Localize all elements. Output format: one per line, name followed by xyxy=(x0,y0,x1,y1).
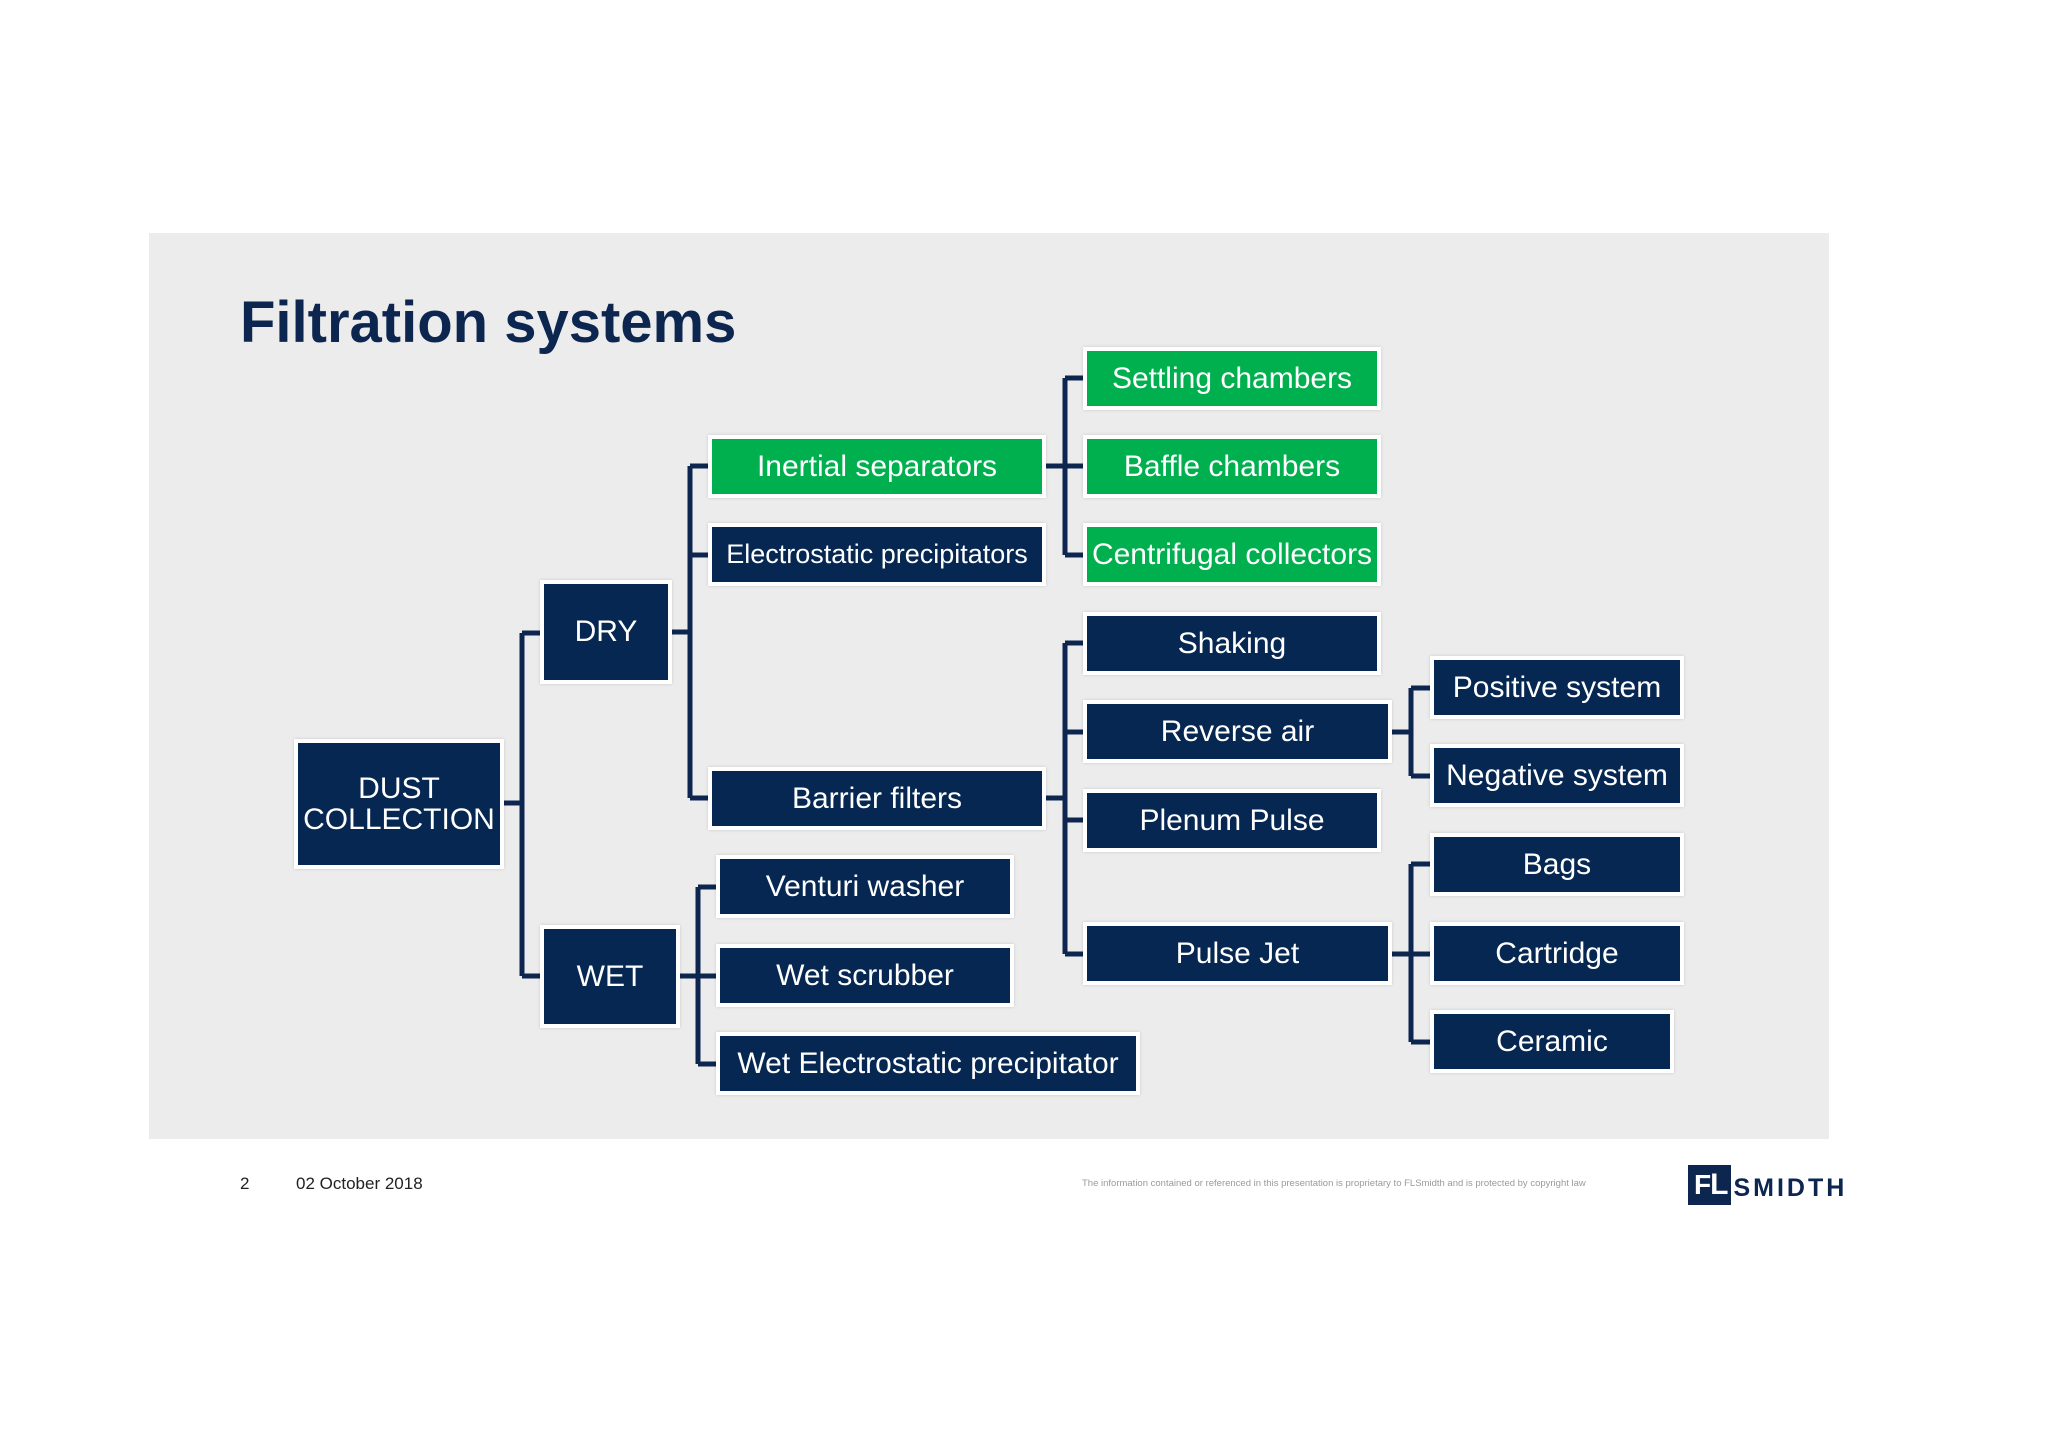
slide-title: Filtration systems xyxy=(240,290,737,355)
node-centrifugal-collectors: Centrifugal collectors xyxy=(1083,523,1381,586)
connector-dust-to-dry-wet xyxy=(504,630,540,979)
node-baffle-chambers: Baffle chambers xyxy=(1083,435,1381,498)
node-electrostatic-precipitators: Electrostatic precipitators xyxy=(708,523,1046,586)
connector-barrier-children xyxy=(1046,640,1083,957)
node-settling-chambers: Settling chambers xyxy=(1083,347,1381,410)
node-shaking: Shaking xyxy=(1083,612,1381,675)
connector-dry-children xyxy=(672,463,708,801)
node-ceramic: Ceramic xyxy=(1430,1010,1674,1073)
node-dry: DRY xyxy=(540,580,672,684)
node-barrier-filters: Barrier filters xyxy=(708,767,1046,830)
node-wet-electrostatic-precipitator: Wet Electrostatic precipitator xyxy=(716,1032,1140,1095)
connector-reverse-air-children xyxy=(1392,685,1430,779)
node-inertial-separators: Inertial separators xyxy=(708,435,1046,498)
footer-date: 02 October 2018 xyxy=(296,1174,423,1193)
logo-smidth-text: SMIDTH xyxy=(1733,1174,1848,1202)
footer-disclaimer: The information contained or referenced … xyxy=(1082,1178,1586,1189)
node-wet: WET xyxy=(540,925,680,1028)
node-reverse-air: Reverse air xyxy=(1083,700,1392,763)
node-negative-system: Negative system xyxy=(1430,744,1684,807)
node-dust-collection: DUST COLLECTION xyxy=(294,739,504,869)
connector-pulse-jet-children xyxy=(1392,861,1430,1045)
node-cartridge: Cartridge xyxy=(1430,922,1684,985)
connector-wet-children xyxy=(680,884,716,1067)
node-positive-system: Positive system xyxy=(1430,656,1684,719)
node-wet-scrubber: Wet scrubber xyxy=(716,944,1014,1007)
node-bags: Bags xyxy=(1430,833,1684,896)
node-plenum-pulse: Plenum Pulse xyxy=(1083,789,1381,852)
node-venturi-washer: Venturi washer xyxy=(716,855,1014,918)
page-number: 2 xyxy=(240,1174,250,1193)
node-pulse-jet: Pulse Jet xyxy=(1083,922,1392,985)
connector-inertial-children xyxy=(1046,375,1083,558)
